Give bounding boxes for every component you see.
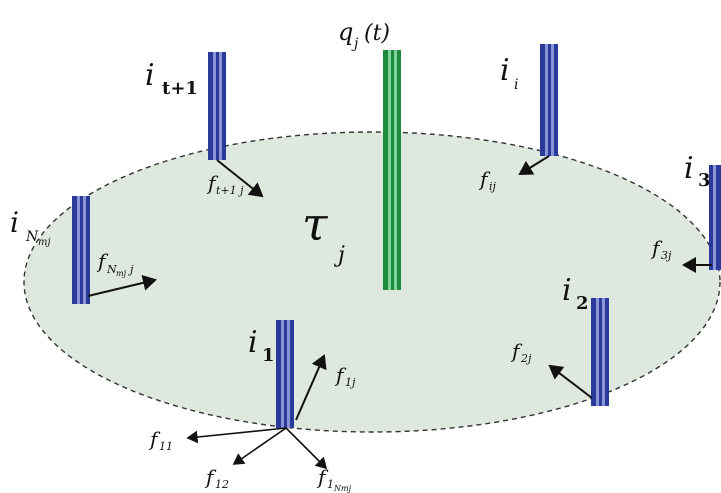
rod-i-n-sub: N xyxy=(25,229,39,245)
rod-i-2 xyxy=(591,298,609,406)
center-rod-qj xyxy=(383,50,401,290)
center-rod-label: q xyxy=(338,18,353,46)
force-label-12-sub: 12 xyxy=(215,478,229,491)
force-label-2j-sub: 2j xyxy=(520,352,532,365)
force-arrow-nj xyxy=(87,275,157,297)
force-label-11-sub: 11 xyxy=(159,440,173,453)
rod-i-i-label: i xyxy=(500,53,510,88)
rod-i-i-sub: i xyxy=(514,77,518,93)
region-tau-ellipse xyxy=(23,131,721,433)
force-label-1n-sub: 1 xyxy=(327,478,334,491)
rod-i-t-plus-1-sub: t+1 xyxy=(162,78,198,99)
center-rod-label-sub: j xyxy=(351,36,359,52)
rod-i-2-sub: 2 xyxy=(576,293,589,314)
force-label-3j-sub: 3j xyxy=(661,249,672,262)
force-arrow-1n xyxy=(285,427,328,470)
rod-i-i xyxy=(540,44,558,156)
rod-i-3 xyxy=(709,165,721,270)
force-label-ij-sub: ij xyxy=(489,180,497,193)
center-rod-label-tail: (t) xyxy=(364,21,390,46)
region-label: τ xyxy=(302,197,329,251)
rod-i-t-plus-1 xyxy=(208,52,226,160)
rod-i-1 xyxy=(276,320,294,428)
force-label-1n-subsub: Nmj xyxy=(333,484,352,493)
force-label-nj-sub: N xyxy=(106,263,117,276)
rod-i-1-sub: 1 xyxy=(262,345,275,366)
rod-i-3-label: i xyxy=(684,151,694,186)
rod-i-1-label: i xyxy=(248,325,258,360)
force-label-1j-sub: 1j xyxy=(345,376,356,389)
rod-i-n-label: i xyxy=(10,206,19,239)
force-arrow-11 xyxy=(186,427,287,444)
rod-i-2-label: i xyxy=(562,273,572,308)
force-arrow-2j xyxy=(548,364,593,399)
rod-i-t-plus-1-label: i xyxy=(145,58,155,93)
force-arrow-ij xyxy=(518,155,550,176)
force-label-nj-subsub: mj xyxy=(116,269,127,278)
force-label-nj-tail: j xyxy=(127,263,134,276)
rod-i-n-subsub: mj xyxy=(38,237,51,248)
rod-i-n xyxy=(72,196,90,304)
force-arrow-t-plus-1 xyxy=(216,159,264,198)
force-arrow-12 xyxy=(232,427,287,465)
force-arrow-1j xyxy=(295,354,327,421)
force-label-t-plus-1-sub: t+1 j xyxy=(216,184,244,197)
rod-i-3-sub: 3 xyxy=(698,170,711,191)
